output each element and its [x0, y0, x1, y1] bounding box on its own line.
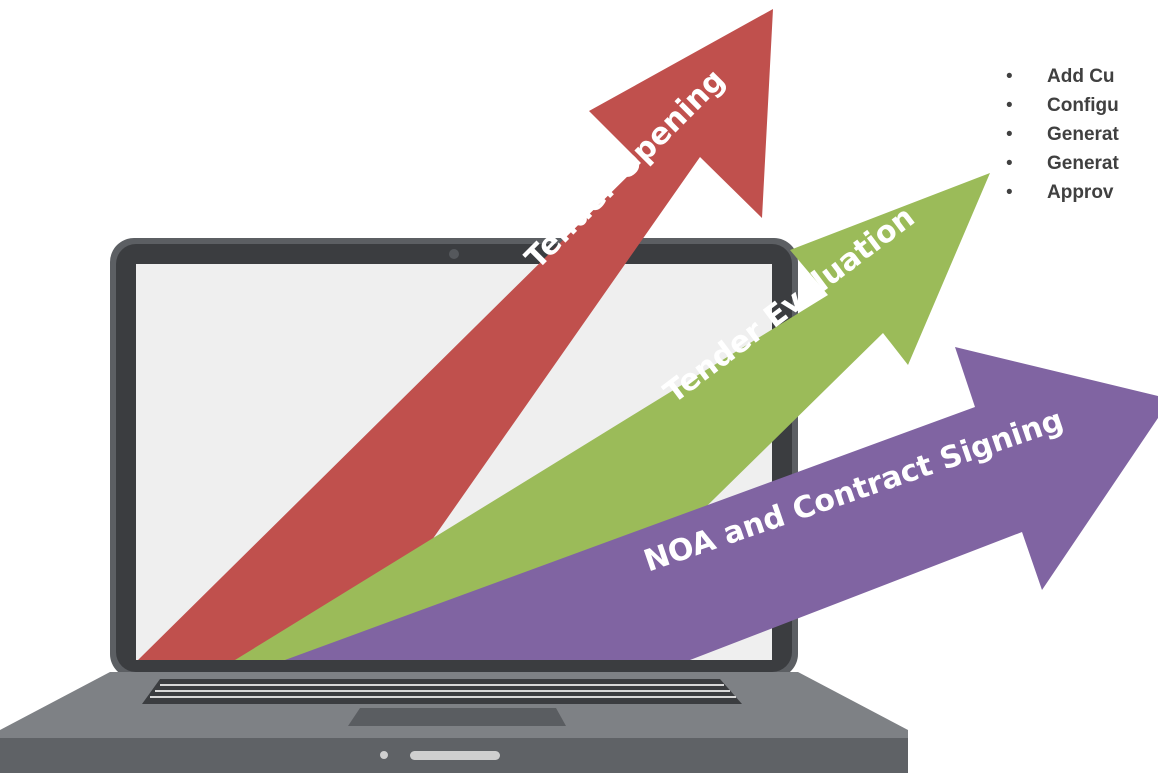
laptop-port: [410, 751, 500, 760]
step-list: Add Cu Configu Generat Generat Approv: [1000, 62, 1158, 207]
arrow-shape: [138, 9, 773, 660]
step-item: Add Cu: [1000, 62, 1158, 91]
step-item: Generat: [1000, 120, 1158, 149]
laptop-indicator-light: [380, 751, 388, 759]
laptop-trackpad: [348, 708, 566, 726]
arrow-shape: [285, 347, 1158, 660]
step-item: Configu: [1000, 91, 1158, 120]
laptop-camera: [449, 249, 459, 259]
step-item: Approv: [1000, 178, 1158, 207]
step-item: Generat: [1000, 149, 1158, 178]
